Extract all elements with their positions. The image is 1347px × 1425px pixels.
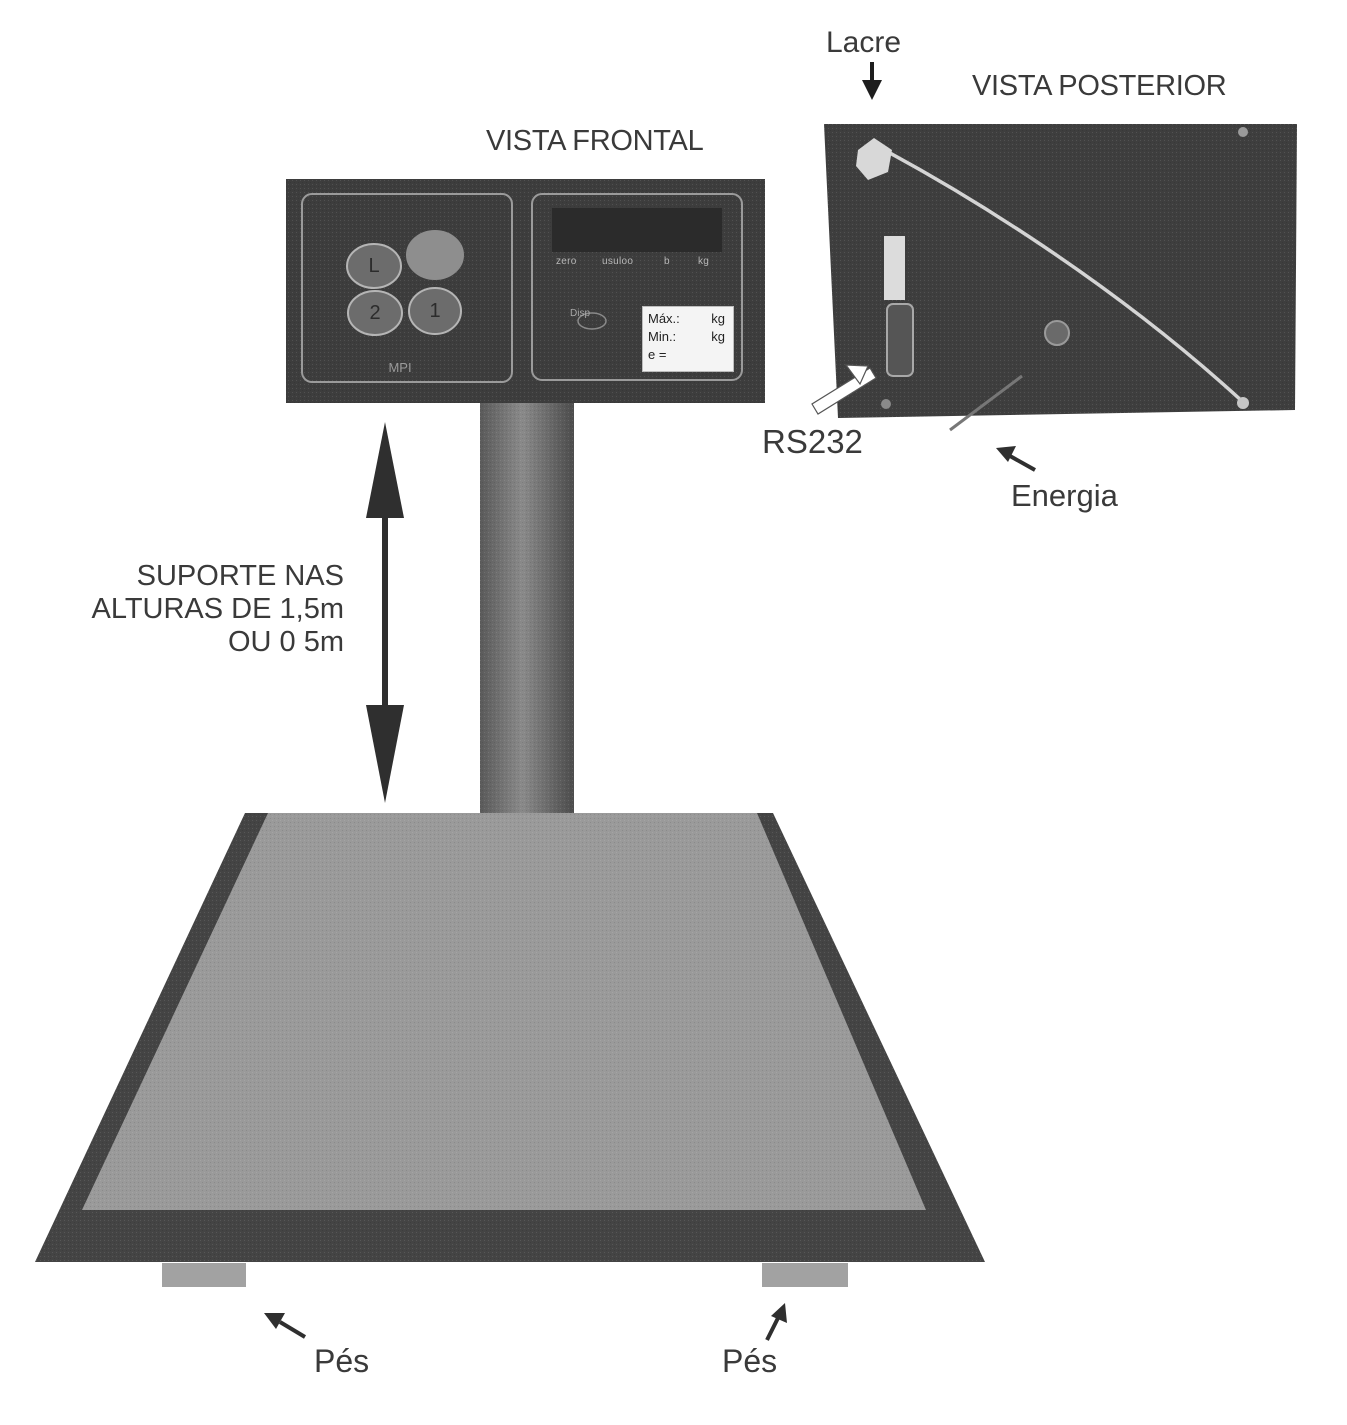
plate-min-unit: kg [711, 329, 725, 344]
arrow-head-down [366, 705, 404, 803]
plate-max-unit: kg [711, 311, 725, 326]
power-connector [1044, 320, 1070, 346]
key-2-label: 2 [369, 302, 381, 324]
height-arrow [366, 422, 404, 803]
indicator-kg: kg [698, 256, 710, 267]
key-1 [408, 287, 462, 335]
rs232-label: RS232 [762, 423, 863, 460]
foot-right [762, 1263, 848, 1287]
display-button-label: Disp [570, 308, 591, 319]
plate-e-row: e = [648, 346, 733, 364]
rear-view-title: VISTA POSTERIOR [972, 70, 1227, 102]
indicator-b: b [664, 256, 670, 267]
plate-max-row: Máx.: kg [648, 310, 733, 328]
plate-min-label: Min.: [648, 329, 677, 344]
indicator-usuloo: usuloo [602, 256, 634, 267]
brand-logo: MPI [388, 360, 412, 375]
lacre-arrow [862, 62, 882, 100]
plate-max-label: Máx.: [648, 311, 680, 326]
platform [35, 813, 985, 1287]
key-blank [406, 230, 464, 280]
pes-arrow-left [264, 1313, 307, 1339]
indicator-head [286, 179, 765, 403]
plate-min-row: Min.: kg [648, 328, 733, 346]
arrow-head-up [366, 422, 404, 518]
capacity-plate: Máx.: kg Min.: kg e = [642, 306, 734, 372]
display-window [552, 208, 722, 252]
indicator-zero: zero [556, 256, 577, 267]
plate-e-label: e = [648, 347, 667, 362]
rs232-arrow [811, 364, 877, 415]
seal-wire [874, 143, 1245, 404]
pes-arrow-right [765, 1303, 787, 1341]
support-line-2: ALTURAS DE 1,5m [91, 593, 344, 625]
keypad-keys [346, 230, 464, 336]
key-1-label: 1 [429, 300, 441, 322]
rs232-port [886, 303, 914, 377]
lacre-label: Lacre [826, 26, 902, 59]
pes-label-left: Pés [314, 1343, 370, 1379]
energia-arrow [996, 446, 1036, 472]
key-l [346, 243, 402, 289]
keypad-frame [301, 193, 513, 383]
screw-bottom-left [881, 399, 891, 409]
pole [480, 403, 574, 813]
display-button [577, 312, 607, 330]
key-l-label: L [368, 255, 380, 277]
foot-left [162, 1263, 246, 1287]
key-2 [347, 290, 403, 336]
rear-panel [824, 124, 1297, 418]
pointer-arrows [264, 62, 1036, 1341]
energia-label: Energia [1011, 478, 1118, 513]
support-height-note: SUPORTE NAS ALTURAS DE 1,5m OU 0 5m [30, 560, 344, 659]
seal-lock [856, 138, 892, 180]
energia-arrow-inner [949, 374, 1023, 432]
support-line-1: SUPORTE NAS [136, 560, 344, 592]
serial-label [884, 236, 905, 300]
support-line-3: OU 0 5m [227, 626, 344, 658]
screw-top-right [1238, 127, 1248, 137]
pes-label-right: Pés [722, 1343, 778, 1379]
screw-bottom-right [1237, 397, 1249, 409]
display-frame [531, 193, 743, 381]
front-view-title: VISTA FRONTAL [486, 125, 704, 157]
